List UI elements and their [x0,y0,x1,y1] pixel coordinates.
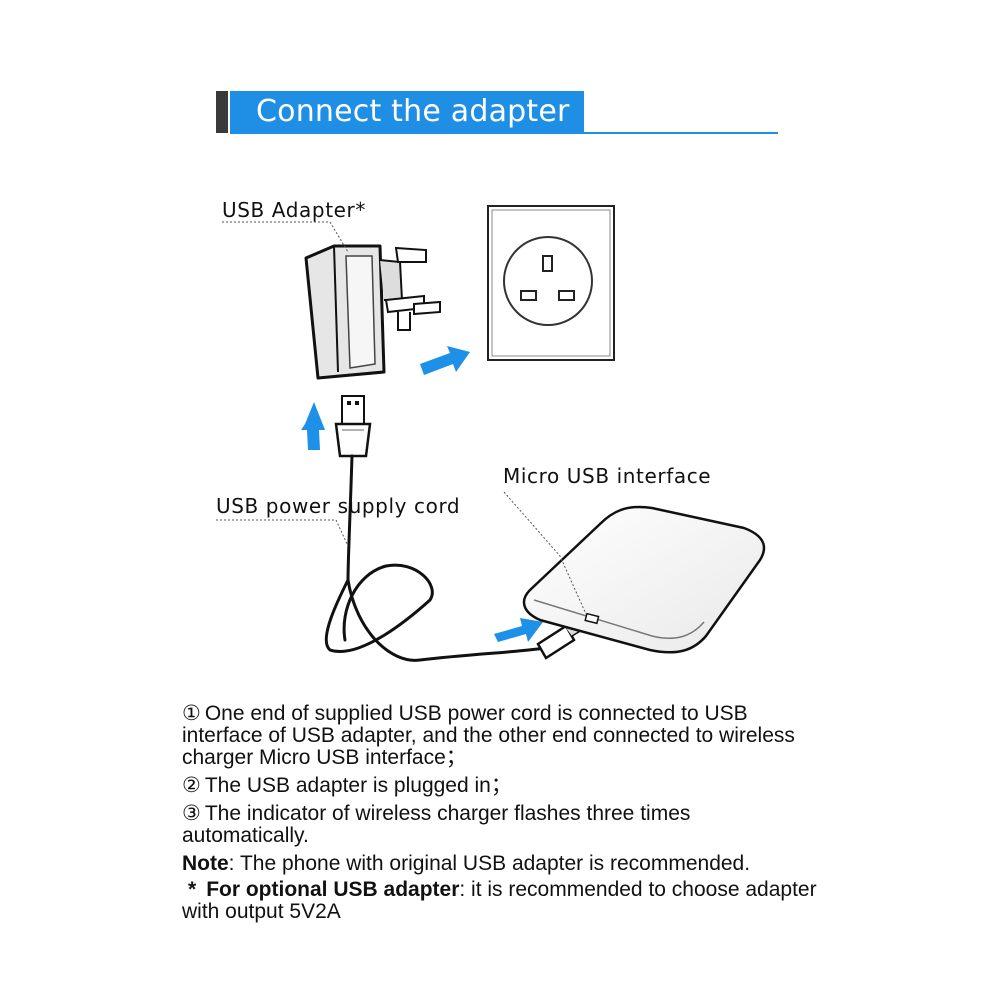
arrow-up-icon [301,402,325,450]
note: Note: The phone with original USB adapte… [182,853,822,875]
section-title: Connect the adapter [256,94,570,129]
step-text: One end of supplied USB power cord is co… [182,702,795,769]
step-text: The USB adapter is plugged in； [204,774,512,797]
usb-adapter-icon [304,244,441,380]
wall-socket-icon [487,205,615,361]
usb-cord-label: USB power supply cord [216,494,461,518]
step-number: ③ [182,802,201,825]
connection-diagram: USB Adapter* USB power supply cord Micro… [0,170,1000,690]
usb-a-connector-icon [334,395,372,458]
optional-label: For optional USB adapter [206,878,460,901]
micro-usb-label: Micro USB interface [503,464,712,488]
note-label: Note [182,852,229,875]
arrow-right-icon [420,346,470,375]
step-text: The indicator of wireless charger flashe… [182,802,691,847]
step-number: ② [182,774,201,797]
header-band [230,91,584,133]
step-number: ① [182,702,201,725]
optional-text: : it is recommended to choose adapter wi… [182,878,817,923]
usb-adapter-label: USB Adapter* [222,198,366,222]
section-header: Connect the adapter [216,91,778,135]
callout-leaders [216,221,587,615]
note-text: : The phone with original USB adapter is… [228,852,751,875]
diagram-illustration [216,205,766,662]
optional-adapter-note: * For optional USB adapter: it is recomme… [182,879,822,923]
arrow-right-icon [494,618,543,642]
wireless-charger-icon [522,505,766,654]
header-rule [230,132,778,134]
asterisk: * [188,878,197,901]
header-marker [216,91,228,133]
usb-cable-icon [324,454,547,662]
